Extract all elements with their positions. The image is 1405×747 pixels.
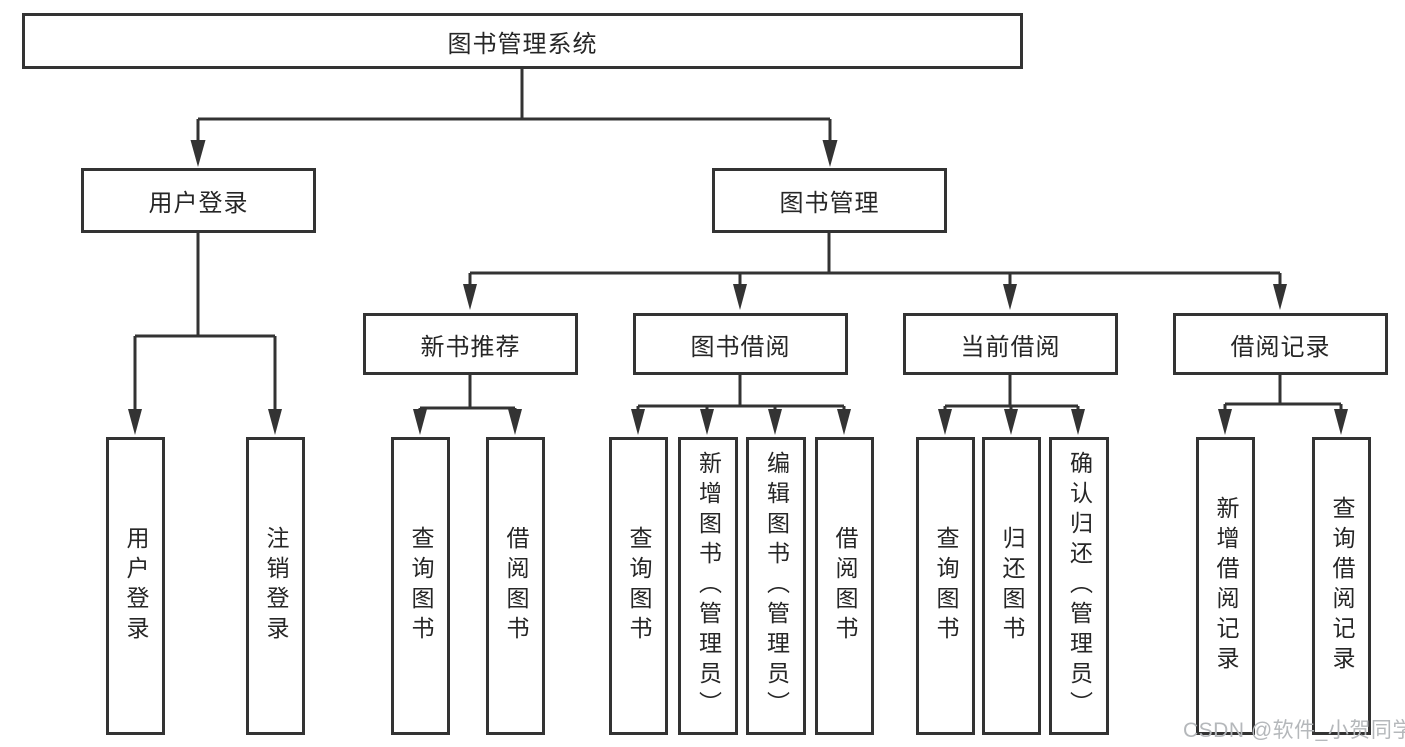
node-library-system: 图书管理系统 (22, 13, 1023, 69)
leaf-edit-books-admin: 编辑图书（管理员） (746, 437, 806, 735)
node-book-borrowing: 图书借阅 (633, 313, 848, 375)
leaf-return-books: 归还图书 (982, 437, 1041, 735)
leaf-borrow-books-borrowing-label: 借阅图书 (832, 526, 858, 646)
leaf-logout: 注销登录 (246, 437, 305, 735)
leaf-user-login-label: 用户登录 (123, 526, 149, 646)
leaf-query-borrow-record: 查询借阅记录 (1312, 437, 1371, 735)
leaf-confirm-return-admin: 确认归还（管理员） (1049, 437, 1109, 735)
leaf-add-books-admin-label: 新增图书（管理员） (695, 451, 722, 721)
leaf-query-books-borrowing-label: 查询图书 (626, 526, 652, 646)
node-new-book-recommend: 新书推荐 (363, 313, 578, 375)
node-current-borrowing: 当前借阅 (903, 313, 1118, 375)
node-user-login: 用户登录 (81, 168, 316, 233)
leaf-query-books-borrowing: 查询图书 (609, 437, 668, 735)
leaf-query-borrow-record-label: 查询借阅记录 (1329, 496, 1355, 676)
leaf-logout-label: 注销登录 (263, 526, 289, 646)
node-library-system-label: 图书管理系统 (447, 30, 598, 58)
node-user-login-label: 用户登录 (148, 190, 249, 217)
node-borrowing-records: 借阅记录 (1173, 313, 1388, 375)
leaf-query-books-current: 查询图书 (916, 437, 975, 735)
node-book-borrowing-label: 图书借阅 (690, 333, 791, 361)
leaf-borrow-books-recommend-label: 借阅图书 (503, 526, 529, 646)
leaf-add-borrow-record-label: 新增借阅记录 (1213, 496, 1239, 676)
leaf-query-books-current-label: 查询图书 (933, 526, 959, 646)
leaf-borrow-books-recommend: 借阅图书 (486, 437, 545, 735)
leaf-edit-books-admin-label: 编辑图书（管理员） (763, 451, 790, 721)
node-new-book-recommend-label: 新书推荐 (420, 333, 521, 361)
leaf-user-login: 用户登录 (106, 437, 165, 735)
leaf-query-books-recommend: 查询图书 (391, 437, 450, 735)
node-current-borrowing-label: 当前借阅 (960, 333, 1061, 361)
node-book-management-label: 图书管理 (779, 190, 880, 217)
leaf-borrow-books-borrowing: 借阅图书 (815, 437, 874, 735)
leaf-add-borrow-record: 新增借阅记录 (1196, 437, 1255, 735)
leaf-add-books-admin: 新增图书（管理员） (678, 437, 738, 735)
leaf-confirm-return-admin-label: 确认归还（管理员） (1066, 451, 1093, 721)
node-book-management: 图书管理 (712, 168, 947, 233)
leaf-return-books-label: 归还图书 (999, 526, 1025, 646)
csdn-watermark: CSDN @软件_小贺同学 (1183, 719, 1405, 742)
node-borrowing-records-label: 借阅记录 (1230, 333, 1331, 361)
leaf-query-books-recommend-label: 查询图书 (408, 526, 434, 646)
